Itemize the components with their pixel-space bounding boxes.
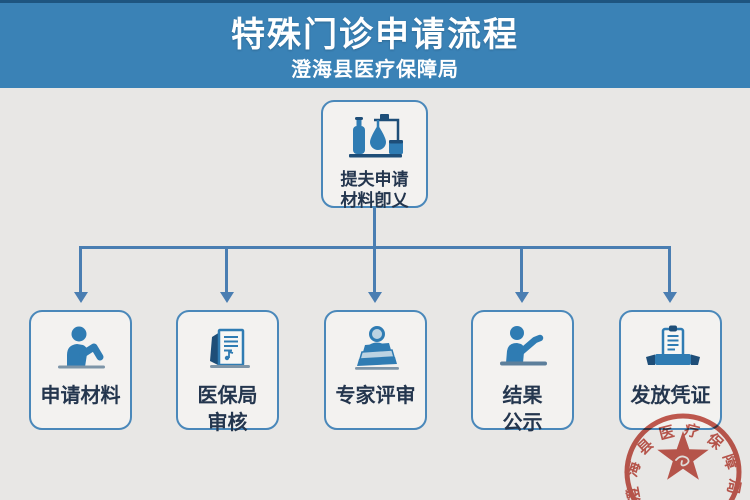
root-node-label-line1: 提夫申请 — [340, 170, 409, 189]
document-review-icon — [199, 323, 257, 378]
arrow-down-icon — [368, 292, 382, 303]
step-box-application-materials: 申请材料 — [29, 310, 132, 430]
step-label-line2: 公示 — [502, 412, 543, 434]
root-node-label-line2: 材料卽乂 — [340, 191, 409, 210]
step-label-line2: 审核 — [207, 412, 248, 434]
connector-drop-5 — [668, 246, 671, 294]
step-box-result-publicity: 结果 公示 — [471, 310, 574, 434]
step-box-bureau-review: 医保局 审核 — [176, 310, 279, 434]
page-subtitle: 澄海县医疗保障局 — [291, 59, 459, 81]
announce-person-icon — [494, 323, 552, 378]
step-label-line1: 发放凭证 — [630, 385, 711, 407]
connector-drop-2 — [225, 246, 228, 294]
person-writing-icon — [52, 323, 110, 378]
step-label-line1: 医保局 — [197, 385, 258, 407]
connector-drop-4 — [520, 246, 523, 294]
step-label-line1: 申请材料 — [40, 385, 121, 407]
svg-text:澄海县医疗保障局: 澄海县医疗保障局 — [622, 420, 744, 500]
step-box-expert-review: 专家评审 — [324, 310, 427, 430]
connector-drop-1 — [79, 246, 82, 294]
seal-arc-text: 澄海县医疗保障局 — [622, 420, 736, 500]
connector-trunk — [373, 207, 376, 248]
arrow-down-icon — [663, 292, 677, 303]
header-banner: 特殊门诊申请流程 澄海县医疗保障局 — [0, 0, 750, 88]
star-icon — [657, 431, 709, 480]
arrow-down-icon — [74, 292, 88, 303]
arrow-down-icon — [220, 292, 234, 303]
expert-desk-icon — [347, 323, 405, 378]
arrow-down-icon — [515, 292, 529, 303]
materials-shelf-icon — [344, 111, 406, 166]
root-node-submit-materials: 提夫申请 材料卽乂 — [321, 100, 428, 210]
page-title: 特殊门诊申请流程 — [231, 16, 519, 54]
step-box-issue-certificate: 发放凭证 — [619, 310, 722, 430]
step-label-line1: 专家评审 — [335, 385, 416, 407]
connector-drop-3 — [373, 246, 376, 294]
certificate-printer-icon — [642, 323, 700, 378]
step-label-line1: 结果 — [502, 385, 543, 407]
